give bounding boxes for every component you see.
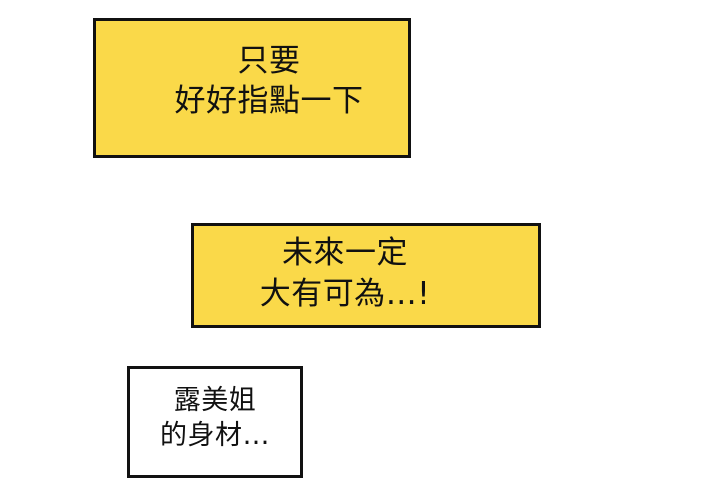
- thought-box-3: 露美姐 的身材…: [127, 366, 303, 478]
- caption-box-1-line-2: 好好指點一下: [174, 83, 364, 119]
- caption-box-2-line-2: 大有可為…!: [259, 275, 431, 312]
- caption-box-2-line-1: 未來一定: [282, 235, 408, 272]
- thought-box-3-line-2: 的身材…: [160, 420, 270, 451]
- thought-box-3-line-1: 露美姐: [173, 384, 257, 416]
- caption-box-1: 只要 好好指點一下: [93, 18, 411, 158]
- caption-box-2: 未來一定 大有可為…!: [191, 223, 541, 328]
- caption-box-1-line-1: 只要: [237, 42, 301, 79]
